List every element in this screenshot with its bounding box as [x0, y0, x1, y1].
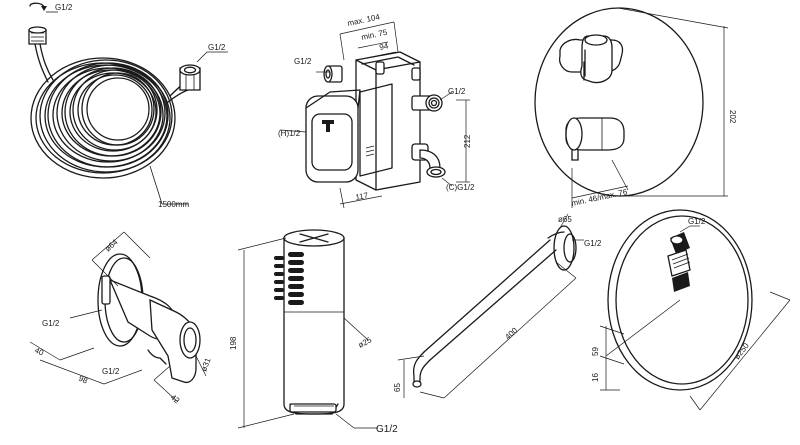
overhead-d59-label: 59: [591, 347, 600, 356]
bath-spout-drawing: ø65 G1/2 400 65: [393, 213, 602, 399]
box-width-label: 117: [355, 191, 370, 202]
bottom-handle: [565, 117, 625, 161]
spout-length-label: 400: [503, 325, 519, 341]
box-port-top-left: [323, 65, 343, 83]
wall-elbow-drawing: ø64 G1/2 G1/2 40 98 42 ø31: [29, 231, 213, 406]
elbow-thread-top-label: G1/2: [42, 319, 60, 328]
box-min-depth-label: min. 75: [361, 28, 389, 42]
spout-diameter-label: ø65: [558, 215, 572, 224]
dim-117-line: [339, 195, 383, 205]
concealed-box-drawing: max. 104 min. 75 94 G1/2 G1/2 (H)1/2 (C)…: [278, 12, 475, 209]
spout-thread-label: G1/2: [584, 239, 602, 248]
plate-range-label: min. 46/max. 76: [571, 187, 629, 208]
overhead-disc: [607, 209, 753, 391]
box-d94-label: 94: [379, 41, 390, 52]
elbow-d40-label: 40: [33, 346, 45, 358]
trim-plate-drawing: 202 min. 46/max. 76: [534, 7, 737, 208]
elbow-d42-label: 42: [169, 393, 182, 406]
box-height-label: 212: [463, 134, 472, 148]
handshower-diameter-label: ø25: [357, 335, 374, 350]
t-mark-icon: [322, 120, 334, 132]
box-thread-handle-label: (H)1/2: [278, 129, 301, 138]
box-thread-left-label: G1/2: [294, 57, 312, 66]
overhead-shower-drawing: G1/2 59 16 ø250: [591, 209, 791, 411]
hose-thread-right-label: G1/2: [208, 43, 226, 52]
box-thread-right-label: G1/2: [448, 87, 466, 96]
handshower-height-label: 198: [229, 336, 238, 350]
plate-height-label: 202: [728, 110, 737, 124]
elbow-d31-label: ø31: [199, 356, 212, 373]
spout-drop-label: 65: [393, 383, 402, 392]
elbow-d98-label: 98: [77, 374, 89, 386]
hose-coils: [30, 57, 176, 179]
elbow-outlet: [179, 321, 201, 359]
dim-max-line: [339, 21, 395, 35]
top-handle: [558, 34, 624, 84]
box-thread-cold-label: (C)G1/2: [446, 183, 475, 192]
overhead-d16-label: 16: [591, 373, 600, 382]
box-port-right-bottom: [411, 143, 446, 178]
hand-shower-drawing: 198 ø25 G1/2: [229, 229, 398, 435]
hose-length-label: 1500mm: [158, 200, 189, 209]
box-port-right-top: [411, 94, 443, 112]
spout-outlet: [412, 380, 422, 388]
hose-thread-top-label: G1/2: [55, 3, 73, 12]
nozzle-grid: [274, 252, 304, 305]
elbow-thread-bottom-label: G1/2: [102, 367, 120, 376]
overhead-connector: [667, 232, 691, 292]
box-max-depth-label: max. 104: [347, 12, 382, 28]
trim-plate-outline: [534, 7, 704, 197]
shower-hose-drawing: G1/2 G1/2 1500mm: [28, 2, 228, 209]
elbow-diameter-label: ø64: [103, 237, 120, 253]
overhead-thread-label: G1/2: [688, 217, 706, 226]
length-leader-line: [149, 165, 163, 205]
hose-nut-right: [179, 64, 201, 91]
handshower-thread-label: G1/2: [376, 424, 398, 435]
arrow-head-icon: [41, 6, 47, 11]
box-front-cover: [305, 95, 359, 183]
